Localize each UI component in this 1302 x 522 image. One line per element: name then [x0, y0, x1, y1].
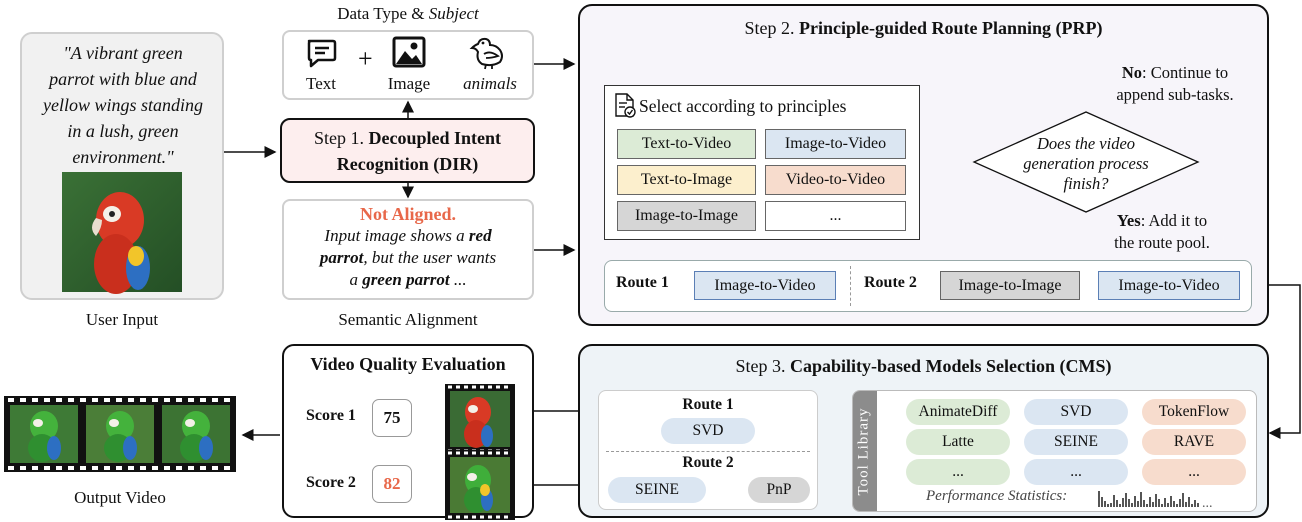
user-input-box: "A vibrant green parrot with blue and ye…: [20, 32, 224, 300]
document-check-icon: [615, 93, 636, 118]
task-image-to-image: Image-to-Image: [617, 201, 756, 231]
image-icon: [392, 36, 426, 68]
route2-task-image-to-image: Image-to-Image: [940, 271, 1080, 300]
decision-diamond: [972, 111, 1200, 213]
route2-task-image-to-video: Image-to-Video: [1098, 271, 1240, 300]
route-divider: [850, 266, 851, 306]
decision-text: Does the video generation process finish…: [1023, 134, 1149, 193]
tool-more-1: ...: [906, 459, 1010, 485]
red-parrot-image: [62, 172, 182, 294]
film-frame-red-parrot: [445, 384, 515, 454]
data-type-text: Text: [306, 74, 336, 93]
task-image-to-video: Image-to-Video: [765, 129, 906, 159]
bird-icon: [469, 37, 503, 70]
tool-more-2: ...: [1024, 459, 1128, 485]
tool-tokenflow: TokenFlow: [1142, 399, 1246, 425]
score2-value: 82: [372, 465, 412, 503]
film-frame-green-parrot: [445, 450, 515, 520]
perf-stats-label: Performance Statistics:: [926, 488, 1068, 504]
data-type-image: Image: [387, 74, 431, 93]
step1-box: Step 1. Decoupled Intent Recognition (DI…: [280, 118, 535, 183]
data-type-box: Text + Image animals: [282, 30, 534, 100]
svg-text:...: ...: [1202, 496, 1213, 511]
tool-more-3: ...: [1142, 459, 1246, 485]
no-branch-label: No: Continue to append sub-tasks.: [1116, 63, 1234, 104]
tool-rave: RAVE: [1142, 429, 1246, 455]
tool-library-label: Tool Library: [855, 406, 872, 496]
task-text-to-video: Text-to-Video: [617, 129, 756, 159]
select-label: Select according to principles: [639, 96, 847, 116]
tool-library-label-wrap: Tool Library: [852, 390, 876, 512]
task-video-to-video: Video-to-Video: [765, 165, 906, 195]
cms-route-divider: [606, 451, 810, 452]
cms-route2-label: Route 2: [682, 454, 734, 471]
tool-svd: SVD: [1024, 399, 1128, 425]
user-input-label: User Input: [85, 310, 159, 329]
plus-sign: +: [358, 44, 373, 73]
tool-animatediff: AnimateDiff: [906, 399, 1010, 425]
evaluation-title: Video Quality Evaluation: [310, 354, 506, 374]
data-type-title: Data Type & Subject: [337, 4, 479, 23]
task-text-to-image: Text-to-Image: [617, 165, 756, 195]
alignment-box: Not Aligned. Input image shows a red par…: [282, 199, 534, 300]
alignment-label: Semantic Alignment: [338, 310, 478, 329]
arrow-routes-to-cms: [1252, 284, 1301, 439]
user-prompt-text: "A vibrant green parrot with blue and ye…: [42, 43, 203, 167]
score1-label: Score 1: [306, 407, 356, 424]
performance-histogram-icon: ...: [1098, 491, 1213, 511]
yes-branch-label: Yes: Add it to the route pool.: [1114, 211, 1210, 252]
model-svd: SVD: [661, 418, 755, 444]
score2-label: Score 2: [306, 474, 356, 491]
cms-route1-label: Route 1: [682, 396, 734, 413]
data-type-subject: animals: [463, 74, 517, 93]
step2-title: Step 2. Principle-guided Route Planning …: [744, 18, 1103, 38]
route1-task-image-to-video: Image-to-Video: [694, 271, 836, 300]
alignment-status: Not Aligned.: [359, 204, 456, 224]
tool-latte: Latte: [906, 429, 1010, 455]
route2-label: Route 2: [864, 274, 917, 291]
step3-title: Step 3. Capability-based Models Selectio…: [735, 356, 1112, 376]
output-video-label: Output Video: [74, 488, 166, 507]
task-more: ...: [765, 201, 906, 231]
route1-label: Route 1: [616, 274, 669, 291]
text-bubble-icon: [307, 39, 337, 68]
model-seine: SEINE: [608, 477, 706, 503]
score1-value: 75: [372, 399, 412, 437]
model-pnp: PnP: [748, 477, 810, 503]
output-video-filmstrip: [4, 396, 236, 472]
tool-seine: SEINE: [1024, 429, 1128, 455]
